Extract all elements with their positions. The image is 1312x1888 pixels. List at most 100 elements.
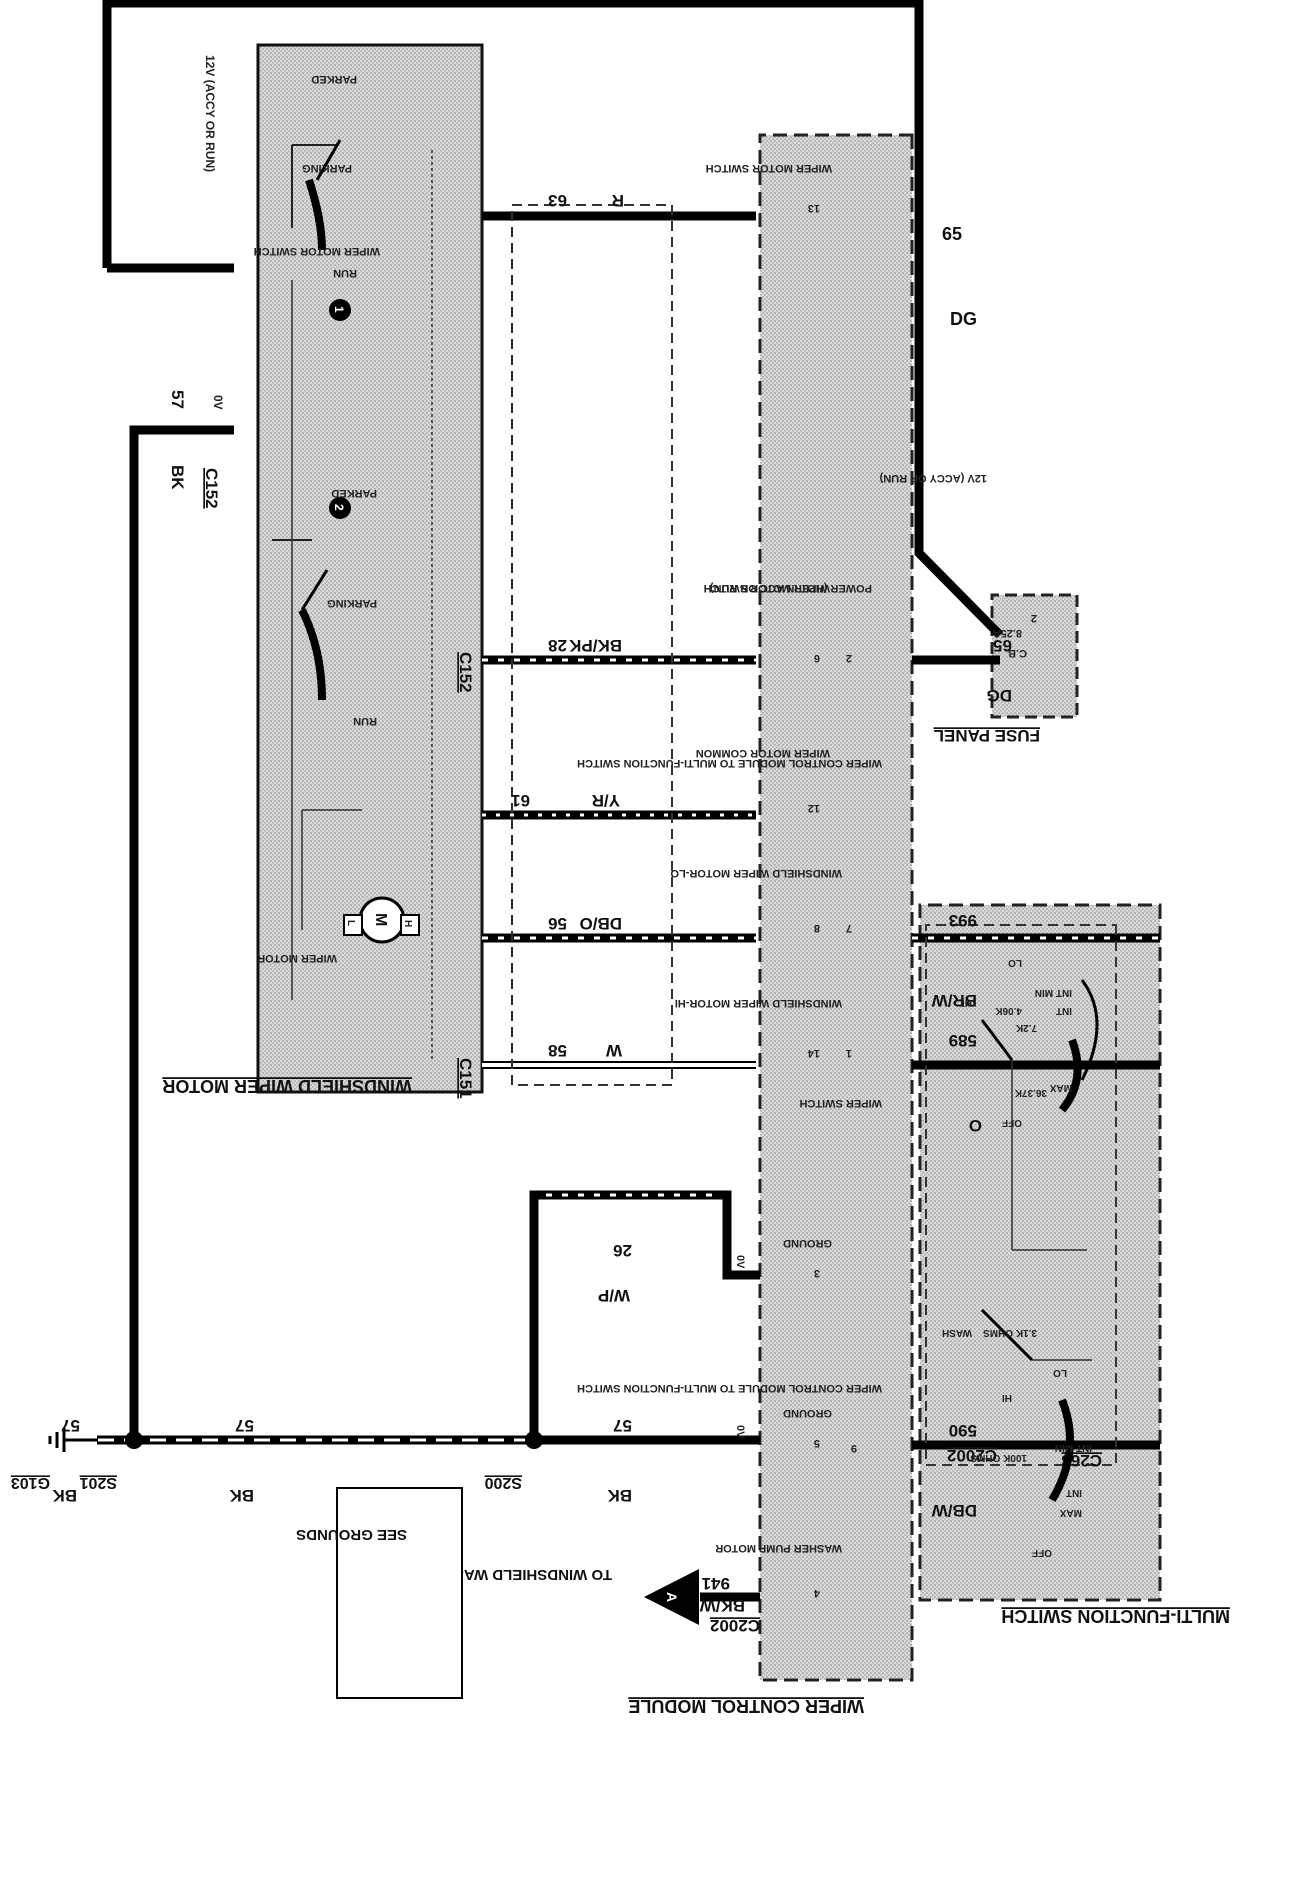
pin-13-num: 13 bbox=[808, 202, 820, 214]
motor-terminal-h: H bbox=[402, 920, 413, 927]
mfs-lower-lo: LO bbox=[1053, 1367, 1067, 1378]
wire-63-circuit: 63 bbox=[548, 191, 567, 210]
wire-57-motor-ground bbox=[129, 425, 234, 1440]
wire-57-bus-circuit: 57 bbox=[235, 1416, 254, 1435]
multi-function-switch-title: MULTI-FUNCTION SWITCH bbox=[1001, 1606, 1230, 1626]
pin-8-num: 8 bbox=[814, 922, 820, 934]
pin-12-desc: WIPER MOTOR COMMON bbox=[696, 747, 830, 759]
mfs-upper-hi: HI bbox=[962, 997, 972, 1008]
connector-c2002-b: C2002 bbox=[710, 1616, 760, 1635]
wiper-motor-title: WINDSHIELD WIPER MOTOR bbox=[162, 1076, 412, 1096]
motor-label: WIPER MOTOR bbox=[257, 952, 337, 964]
motor-symbol: M bbox=[372, 913, 389, 926]
fuse-number: 2 bbox=[1031, 612, 1037, 624]
mfs-upper-lo: LO bbox=[1008, 957, 1022, 968]
pin-14-desc: WINDSHIELD WIPER MOTOR-HI bbox=[675, 997, 842, 1009]
wire-58-circuit: 58 bbox=[548, 1041, 567, 1060]
connector-c2002-a: C2002 bbox=[947, 1446, 997, 1465]
mfs-lower-r1: 3.1K OHMS bbox=[983, 1327, 1037, 1338]
wire-61-circuit: 61 bbox=[511, 791, 530, 810]
pin-5-num: 5 bbox=[814, 1437, 820, 1449]
switch-1-number: 1 bbox=[332, 306, 346, 313]
switch-2-number: 2 bbox=[332, 504, 346, 511]
pin-3-0v: 0V bbox=[734, 1255, 746, 1269]
wire-26-circuit: 26 bbox=[613, 1241, 632, 1260]
connector-c152-a: C152 bbox=[202, 468, 221, 509]
mfs-lower-r2: 100K OHMS bbox=[970, 1452, 1027, 1463]
wire-65-top-circuit: 65 bbox=[942, 224, 962, 244]
connector-c152-b: C152 bbox=[456, 652, 475, 693]
motor-0v-label: 0V bbox=[211, 395, 225, 410]
pin-5-0v: 0V bbox=[734, 1425, 746, 1439]
switch-1-parking: PARKING bbox=[302, 162, 352, 174]
wire-56-color: DB/O bbox=[580, 914, 623, 933]
pin-4-desc: WASHER PUMP MOTOR bbox=[715, 1542, 842, 1554]
mfs-upper-r3: 36.37K bbox=[1014, 1087, 1047, 1098]
wire-57-module-color: BK bbox=[607, 1486, 632, 1505]
mfs-upper-int: INT bbox=[1056, 1005, 1072, 1016]
switch-1-parked: PARKED bbox=[311, 73, 357, 85]
wire-590-color: DB/W bbox=[931, 1501, 977, 1520]
washer-pump-arrow bbox=[644, 1569, 699, 1625]
mfs-upper-switch bbox=[980, 979, 1099, 1251]
mfs-lower-wash: WASH bbox=[942, 1327, 972, 1338]
wiper-motor-box bbox=[256, 43, 484, 1094]
fuse-panel-title: FUSE PANEL bbox=[934, 726, 1040, 745]
pin-3-desc: GROUND bbox=[783, 1237, 832, 1249]
motor-12v-label: 12V (ACCY OR RUN) bbox=[203, 55, 217, 172]
pin-4-num: 4 bbox=[813, 1587, 820, 1599]
wiper-motor-switch-label: WIPER MOTOR SWITCH bbox=[254, 245, 380, 257]
motor-to-module-wires bbox=[482, 204, 756, 1086]
wire-28-color: BK/PK bbox=[568, 636, 622, 655]
wire-993-circuit: 993 bbox=[949, 911, 977, 930]
wire-65-color: DG bbox=[987, 686, 1013, 705]
wire-57-motor-circuit: 57 bbox=[168, 390, 187, 409]
mfs-lower-switch bbox=[980, 1308, 1092, 1503]
wiper-motor-symbol bbox=[343, 896, 420, 944]
pin-3-num: 3 bbox=[814, 1267, 820, 1279]
mfs-lower-int: INT bbox=[1066, 1487, 1082, 1498]
pin-13-desc: WIPER MOTOR SWITCH bbox=[706, 162, 832, 174]
wire-57-ground-circuit: 57 bbox=[61, 1416, 80, 1435]
wire-65-circuit: 65 bbox=[993, 636, 1012, 655]
splice-s200: S200 bbox=[485, 1474, 522, 1491]
see-grounds-box bbox=[336, 1487, 463, 1699]
wire-941-circuit: 941 bbox=[702, 1574, 730, 1593]
wiper-control-module-box bbox=[758, 133, 914, 1682]
mfs-lower-hi: HI bbox=[1002, 1392, 1012, 1403]
motor-terminal-l: L bbox=[345, 920, 356, 926]
wire-589-circuit: 589 bbox=[949, 1031, 977, 1050]
pin-7-desc: WIPER CONTROL MODULE TO MULTI-FUNCTION S… bbox=[577, 757, 882, 769]
splice-s201: S201 bbox=[80, 1474, 117, 1491]
multi-function-switch-box bbox=[918, 903, 1162, 1602]
pin-2-num: 2 bbox=[846, 652, 852, 664]
wire-57-module-circuit: 57 bbox=[613, 1416, 632, 1435]
switch-2-run: RUN bbox=[353, 715, 377, 727]
wire-993-color: BR/W bbox=[931, 991, 977, 1010]
pin-5-desc: GROUND bbox=[783, 1407, 832, 1419]
wire-590-circuit: 590 bbox=[949, 1421, 977, 1440]
switch-2-parking: PARKING bbox=[327, 597, 377, 609]
wire-61-color: Y/R bbox=[592, 791, 620, 810]
wire-58-color: W bbox=[605, 1041, 622, 1060]
module-power-voltage: 12V (ACCY OR RUN) bbox=[879, 472, 987, 484]
mfs-lower-int-min: INT MIN bbox=[1055, 1442, 1092, 1453]
mfs-upper-r1: 4.06K bbox=[995, 1005, 1022, 1016]
wiper-control-module-title: WIPER CONTROL MODULE bbox=[628, 1696, 864, 1716]
pin-6-num: 6 bbox=[814, 652, 820, 664]
pin-1-desc: WIPER SWITCH bbox=[799, 1097, 882, 1109]
wire-65-top bbox=[102, 0, 1004, 639]
mfs-upper-max: MAX bbox=[1049, 1082, 1072, 1093]
washer-arrow-letter: A bbox=[664, 1592, 680, 1602]
wire-941-color: BK/W bbox=[699, 1596, 745, 1615]
motor-internal-wiring bbox=[291, 150, 433, 1060]
pin-9-desc: WIPER CONTROL MODULE TO MULTI-FUNCTION S… bbox=[577, 1382, 882, 1394]
wire-26 bbox=[529, 1190, 760, 1440]
wire-28-circuit: 28 bbox=[548, 636, 567, 655]
fuse-rating: 8.25A bbox=[993, 627, 1022, 639]
mfs-upper-r2: 7.2K bbox=[1015, 1022, 1037, 1033]
pin-8-desc: WINDSHIELD WIPER MOTOR-LO bbox=[670, 867, 842, 879]
switch-2-parked: PARKED bbox=[331, 487, 377, 499]
